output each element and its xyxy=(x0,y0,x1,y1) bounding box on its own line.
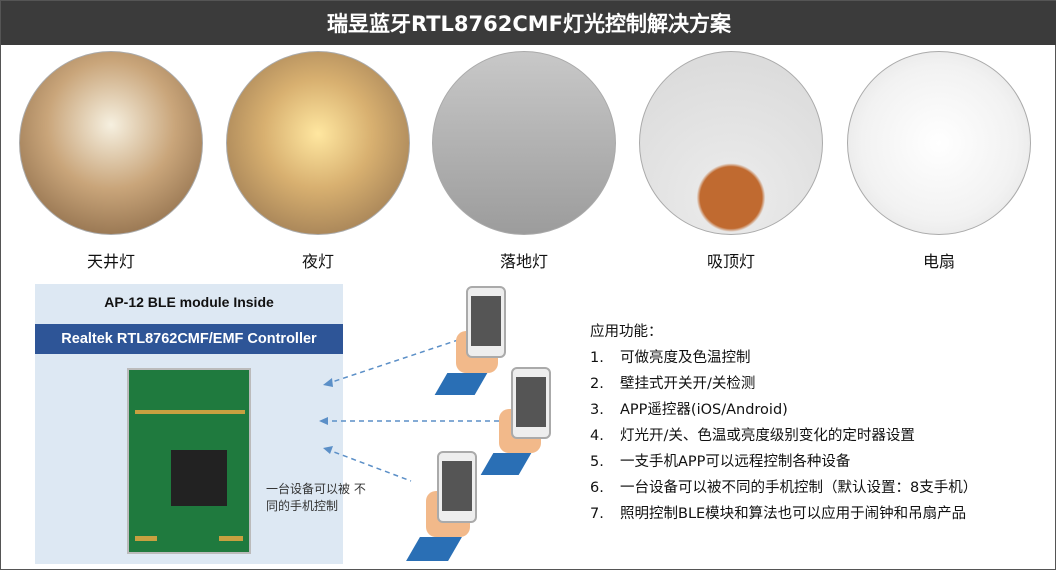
module-title: AP-12 BLE module Inside xyxy=(104,294,274,310)
product-label: 夜灯 xyxy=(301,252,334,271)
feature-item: 3. APP遥控器(iOS/Android) xyxy=(590,397,977,423)
feature-item: 4. 灯光开/关、色温或亮度级别变化的定时器设置 xyxy=(590,423,977,449)
module-panel: AP-12 BLE module Inside Realtek RTL8762C… xyxy=(35,284,343,564)
pcb-module-image xyxy=(127,368,251,554)
feature-text: 可做亮度及色温控制 xyxy=(620,350,751,366)
feature-item: 7. 照明控制BLE模块和算法也可以应用于闹钟和吊扇产品 xyxy=(590,501,977,527)
product-image-fan xyxy=(847,51,1031,235)
product-label: 落地灯 xyxy=(499,252,548,271)
page-title: 瑞昱蓝牙RTL8762CMF灯光控制解决方案 xyxy=(1,1,1056,45)
product-image-floor-lamp xyxy=(432,51,616,235)
product-image-high-bay-light xyxy=(19,51,203,235)
feature-number: 6. xyxy=(590,480,604,496)
product-label: 电扇 xyxy=(922,252,955,271)
product-image-night-light xyxy=(226,51,410,235)
feature-item: 1. 可做亮度及色温控制 xyxy=(590,345,977,371)
feature-number: 3. xyxy=(590,402,604,418)
feature-number: 2. xyxy=(590,376,604,392)
feature-text: 一支手机APP可以远程控制各种设备 xyxy=(620,454,851,470)
feature-item: 2. 壁挂式开关开/关检测 xyxy=(590,371,977,397)
feature-text: 壁挂式开关开/关检测 xyxy=(620,376,756,392)
product-image-ceiling-light xyxy=(639,51,823,235)
feature-number: 1. xyxy=(590,350,604,366)
feature-number: 7. xyxy=(590,506,604,522)
feature-text: 照明控制BLE模块和算法也可以应用于闹钟和吊扇产品 xyxy=(620,506,967,522)
feature-text: 灯光开/关、色温或亮度级别变化的定时器设置 xyxy=(620,428,915,444)
feature-list: 应用功能： 1. 可做亮度及色温控制 2. 壁挂式开关开/关检测 3. APP遥控器(… xyxy=(590,319,977,527)
multi-control-note: 一台设备可以被 不同的手机控制 xyxy=(266,482,366,513)
controller-label: Realtek RTL8762CMF/EMF Controller xyxy=(35,324,343,354)
feature-number: 5. xyxy=(590,454,604,470)
feature-item: 5. 一支手机APP可以远程控制各种设备 xyxy=(590,449,977,475)
product-label: 吸顶灯 xyxy=(706,252,755,271)
feature-item: 6. 一台设备可以被不同的手机控制（默认设置：8支手机） xyxy=(590,475,977,501)
feature-text: 一台设备可以被不同的手机控制（默认设置：8支手机） xyxy=(620,480,978,496)
feature-text: APP遥控器(iOS/Android) xyxy=(620,402,788,418)
feature-heading: 应用功能： xyxy=(590,324,663,340)
feature-number: 4. xyxy=(590,428,604,444)
product-label: 天井灯 xyxy=(86,252,135,271)
